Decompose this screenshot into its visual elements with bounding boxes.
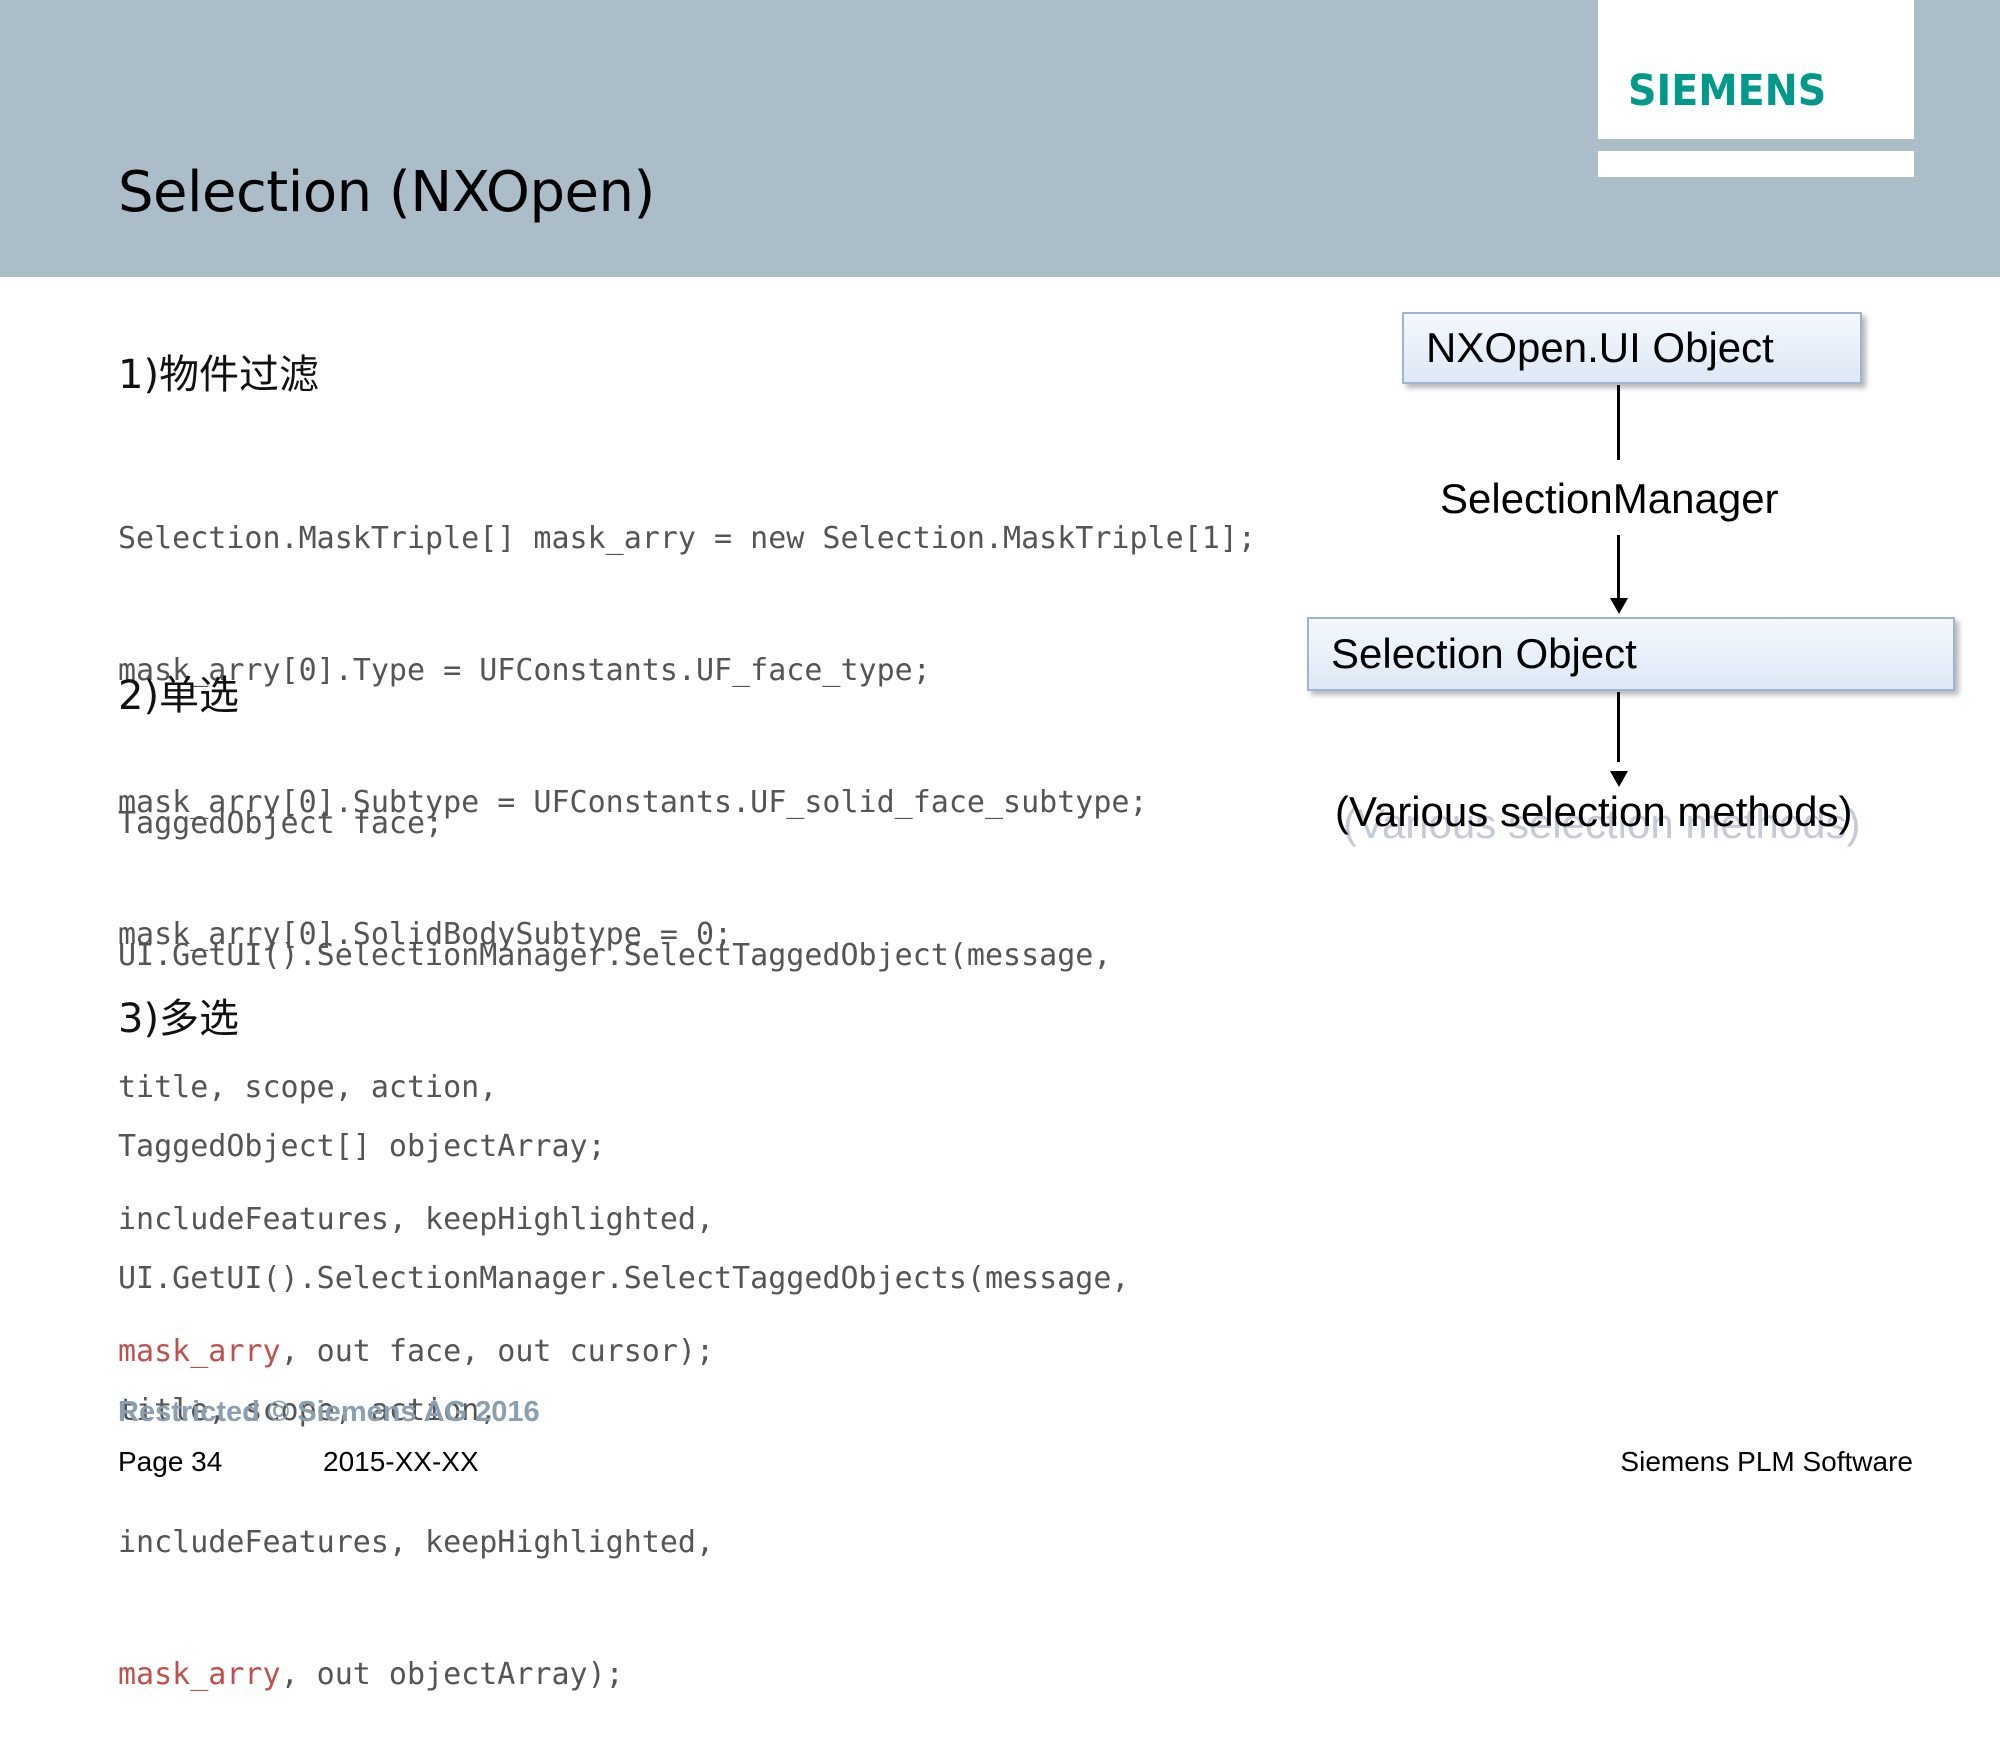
footer-company: Siemens PLM Software bbox=[1620, 1446, 1913, 1477]
mask-arry-highlight: mask_arry bbox=[118, 1657, 281, 1692]
footer-page-number: Page 34 bbox=[118, 1446, 223, 1477]
connector-line bbox=[1617, 385, 1620, 460]
code-line-rest: , out objectArray); bbox=[280, 1657, 624, 1692]
code-block-filter: Selection.MaskTriple[] mask_arry = new S… bbox=[118, 429, 1256, 1001]
code-line: mask_arry[0].SolidBodySubtype = 0; bbox=[118, 917, 733, 952]
mask-arry-highlight: mask_arry bbox=[118, 1334, 281, 1369]
code-line: TaggedObject[] objectArray; bbox=[118, 1129, 606, 1164]
siemens-logo: SIEMENS bbox=[1628, 66, 1827, 116]
arrow-down-icon bbox=[1610, 598, 1628, 614]
code-line: title, scope, action, bbox=[118, 1070, 498, 1105]
various-methods-shadow-text: (Various selection methods) bbox=[1343, 800, 1861, 847]
nxopen-ui-object-box: NXOpen.UI Object bbox=[1402, 312, 1862, 384]
section-heading-single-select: 2)单选 bbox=[118, 673, 240, 719]
logo-box bbox=[1598, 0, 1914, 139]
selection-object-label: Selection Object bbox=[1331, 630, 1637, 677]
arrow-down-icon bbox=[1610, 771, 1628, 787]
various-methods-label: (Various selection methods) bbox=[1335, 788, 1853, 835]
selection-manager-label: SelectionManager bbox=[1440, 475, 1779, 522]
section-heading-filter: 1)物件过滤 bbox=[118, 352, 320, 398]
footer-date: 2015-XX-XX bbox=[323, 1446, 479, 1477]
section-heading-multi-select: 3)多选 bbox=[118, 996, 240, 1042]
code-line: title, scope, action, bbox=[118, 1393, 498, 1428]
code-block-single-select: TaggedObject face; UI.GetUI().SelectionM… bbox=[118, 714, 1111, 1418]
code-line: includeFeatures, keepHighlighted, bbox=[118, 1202, 715, 1237]
code-line: mask_arry, out face, out cursor); bbox=[118, 1330, 1111, 1374]
code-line-rest: , out face, out cursor); bbox=[280, 1334, 715, 1369]
selection-object-box: Selection Object bbox=[1307, 617, 1955, 691]
code-line: mask_arry[0].Subtype = UFConstants.UF_so… bbox=[118, 785, 1148, 820]
code-line: TaggedObject face; bbox=[118, 806, 444, 841]
code-line: mask_arry, out objectArray); bbox=[118, 1653, 1129, 1697]
nxopen-ui-object-label: NXOpen.UI Object bbox=[1426, 324, 1774, 371]
code-line: Selection.MaskTriple[] mask_arry = new S… bbox=[118, 521, 1256, 556]
footer-restricted: Restricted © Siemens AG 2016 bbox=[118, 1396, 540, 1428]
connector-line bbox=[1617, 692, 1620, 762]
code-line: UI.GetUI().SelectionManager.SelectTagged… bbox=[118, 938, 1112, 973]
logo-strip bbox=[1598, 151, 1914, 177]
connector-line bbox=[1617, 535, 1620, 600]
code-line: mask_arry[0].Type = UFConstants.UF_face_… bbox=[118, 653, 931, 688]
code-block-multi-select: TaggedObject[] objectArray; UI.GetUI().S… bbox=[118, 1037, 1129, 1741]
page-title: Selection (NXOpen) bbox=[118, 160, 655, 225]
code-line: includeFeatures, keepHighlighted, bbox=[118, 1525, 715, 1560]
code-line: UI.GetUI().SelectionManager.SelectTagged… bbox=[118, 1261, 1130, 1296]
